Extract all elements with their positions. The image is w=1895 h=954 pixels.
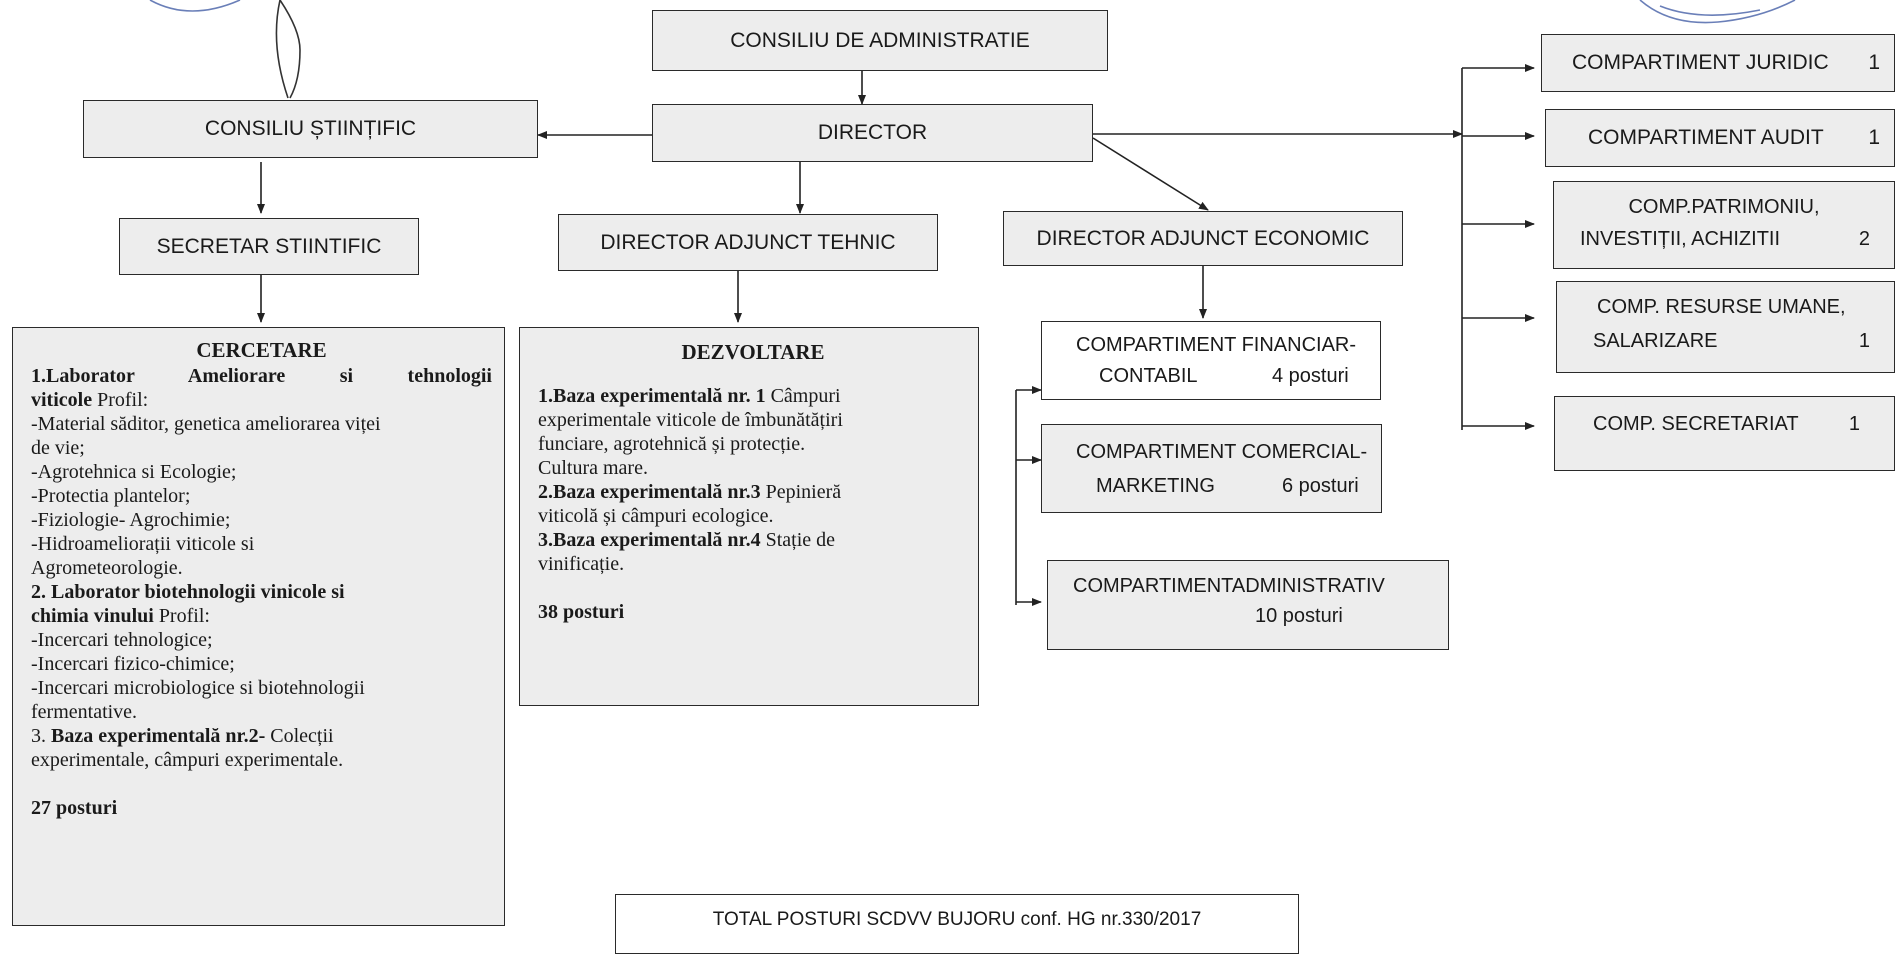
cercetare-box: CERCETARE 1.Laborator Ameliorare si tehn… bbox=[12, 327, 505, 926]
dezvoltare-line-7: 3.Baza experimentală nr.4 Stație de bbox=[538, 529, 836, 551]
compartiment-audit-box: COMPARTIMENT AUDIT 1 bbox=[1545, 109, 1895, 167]
comp-patrimoniu-box: COMP.PATRIMONIU, INVESTIȚII, ACHIZITII 2 bbox=[1553, 181, 1895, 269]
comp-resurse-umane-box: COMP. RESURSE UMANE, SALARIZARE 1 bbox=[1556, 281, 1895, 373]
cercetare-line-8: -Hidroameliorații viticole si bbox=[31, 533, 255, 555]
consiliu-stiintific-box: CONSILIU ȘTIINȚIFIC bbox=[83, 100, 538, 158]
cercetare-line-13: -Incercari fizico-chimice; bbox=[31, 653, 235, 675]
comp-patrimoniu-count: 2 bbox=[1858, 228, 1870, 250]
dezvoltare-posturi: 38 posturi bbox=[538, 601, 625, 623]
comp-secretariat-box: COMP. SECRETARIAT 1 bbox=[1554, 396, 1895, 471]
director-label: DIRECTOR bbox=[817, 121, 928, 144]
connector-lines bbox=[149, 0, 1796, 606]
compartiment-comercial-line1: COMPARTIMENT COMERCIAL- bbox=[1076, 441, 1368, 463]
compartiment-juridic-label: COMPARTIMENT JURIDIC bbox=[1572, 51, 1829, 74]
dezvoltare-title: DEZVOLTARE bbox=[681, 340, 825, 364]
compartiment-administrativ-box: COMPARTIMENTADMINISTRATIV 10 posturi bbox=[1047, 560, 1449, 650]
cercetare-line-17: experimentale, câmpuri experimentale. bbox=[31, 749, 344, 771]
cercetare-line-9: Agrometeorologie. bbox=[31, 557, 183, 579]
cercetare-line-6: -Protectia plantelor; bbox=[31, 485, 191, 507]
cercetare-posturi: 27 posturi bbox=[31, 797, 118, 819]
cercetare-line-2: viticole Profil: bbox=[31, 389, 149, 411]
consiliu-administratie-label: CONSILIU DE ADMINISTRATIE bbox=[730, 28, 1030, 52]
secretar-stiintific-box: SECRETAR STIINTIFIC bbox=[119, 218, 419, 275]
director-adjunct-tehnic-box: DIRECTOR ADJUNCT TEHNIC bbox=[558, 214, 938, 271]
comp-resurse-umane-count: 1 bbox=[1858, 330, 1870, 352]
compartiment-financiar-box: COMPARTIMENT FINANCIAR- CONTABIL 4 postu… bbox=[1041, 321, 1381, 400]
compartiment-financiar-posturi: 4 posturi bbox=[1272, 365, 1349, 387]
comp-secretariat-count: 1 bbox=[1848, 413, 1860, 435]
cercetare-line-12: -Incercari tehnologice; bbox=[31, 629, 213, 651]
dezvoltare-box: DEZVOLTARE 1.Baza experimentală nr. 1 Câ… bbox=[519, 327, 979, 706]
dezvoltare-line-5: 2.Baza experimentală nr.3 Pepinieră bbox=[538, 481, 842, 503]
compartiment-administrativ-posturi: 10 posturi bbox=[1255, 605, 1343, 627]
comp-secretariat-label: COMP. SECRETARIAT bbox=[1593, 413, 1799, 435]
secretar-stiintific-label: SECRETAR STIINTIFIC bbox=[156, 234, 382, 258]
cercetare-line-4: de vie; bbox=[31, 437, 85, 459]
dezvoltare-line-3: funciare, agrotehnică și protecție. bbox=[538, 433, 806, 455]
dezvoltare-line-8: vinificație. bbox=[538, 553, 625, 575]
cercetare-line-11: chimia vinului Profil: bbox=[31, 605, 210, 627]
director-adjunct-economic-label: DIRECTOR ADJUNCT ECONOMIC bbox=[1036, 226, 1370, 250]
total-posturi-label: TOTAL POSTURI SCDVV BUJORU conf. HG nr.3… bbox=[712, 909, 1202, 930]
cercetare-line-15: fermentative. bbox=[31, 701, 138, 723]
director-adjunct-economic-box: DIRECTOR ADJUNCT ECONOMIC bbox=[1003, 211, 1403, 266]
director-adjunct-tehnic-label: DIRECTOR ADJUNCT TEHNIC bbox=[600, 230, 896, 254]
cercetare-line-5: -Agrotehnica si Ecologie; bbox=[31, 461, 237, 483]
comp-resurse-umane-line2: SALARIZARE bbox=[1593, 330, 1718, 352]
compartiment-comercial-box: COMPARTIMENT COMERCIAL- MARKETING 6 post… bbox=[1041, 424, 1382, 513]
compartiment-juridic-box: COMPARTIMENT JURIDIC 1 bbox=[1541, 34, 1895, 92]
cercetare-line-1: 1.Laborator Ameliorare si tehnologii bbox=[31, 365, 492, 387]
comp-patrimoniu-line1: COMP.PATRIMONIU, bbox=[1628, 196, 1820, 218]
compartiment-audit-count: 1 bbox=[1868, 126, 1880, 149]
cercetare-line-16: 3. Baza experimentală nr.2- Colecții bbox=[31, 725, 334, 747]
total-posturi-box: TOTAL POSTURI SCDVV BUJORU conf. HG nr.3… bbox=[615, 894, 1299, 954]
compartiment-administrativ-line1: COMPARTIMENTADMINISTRATIV bbox=[1073, 575, 1385, 597]
cercetare-line-10: 2. Laborator biotehnologii vinicole si bbox=[31, 581, 345, 603]
consiliu-stiintific-label: CONSILIU ȘTIINȚIFIC bbox=[204, 117, 417, 140]
dezvoltare-line-1: 1.Baza experimentală nr. 1 Câmpuri bbox=[538, 385, 841, 407]
dezvoltare-line-6: viticolă și câmpuri ecologice. bbox=[538, 505, 774, 527]
compartiment-comercial-line2: MARKETING bbox=[1096, 475, 1215, 497]
comp-patrimoniu-line2: INVESTIȚII, ACHIZITII bbox=[1580, 228, 1781, 250]
consiliu-administratie-box: CONSILIU DE ADMINISTRATIE bbox=[652, 10, 1108, 71]
compartiment-audit-label: COMPARTIMENT AUDIT bbox=[1588, 126, 1824, 149]
cercetare-line-7: -Fiziologie- Agrochimie; bbox=[31, 509, 231, 531]
dezvoltare-line-2: experimentale viticole de îmbunătățiri bbox=[538, 409, 843, 431]
cercetare-title: CERCETARE bbox=[196, 338, 327, 362]
comp-resurse-umane-line1: COMP. RESURSE UMANE, bbox=[1597, 296, 1846, 318]
compartiment-financiar-line1: COMPARTIMENT FINANCIAR- bbox=[1076, 334, 1357, 356]
compartiment-financiar-line2: CONTABIL bbox=[1099, 365, 1198, 387]
compartiment-comercial-posturi: 6 posturi bbox=[1282, 475, 1359, 497]
cercetare-line-3: -Material săditor, genetica ameliorarea … bbox=[31, 413, 381, 435]
dezvoltare-line-4: Cultura mare. bbox=[538, 457, 648, 479]
cercetare-line-14: -Incercari microbiologice si biotehnolog… bbox=[31, 677, 365, 699]
director-box: DIRECTOR bbox=[652, 104, 1093, 162]
compartiment-juridic-count: 1 bbox=[1868, 51, 1880, 74]
